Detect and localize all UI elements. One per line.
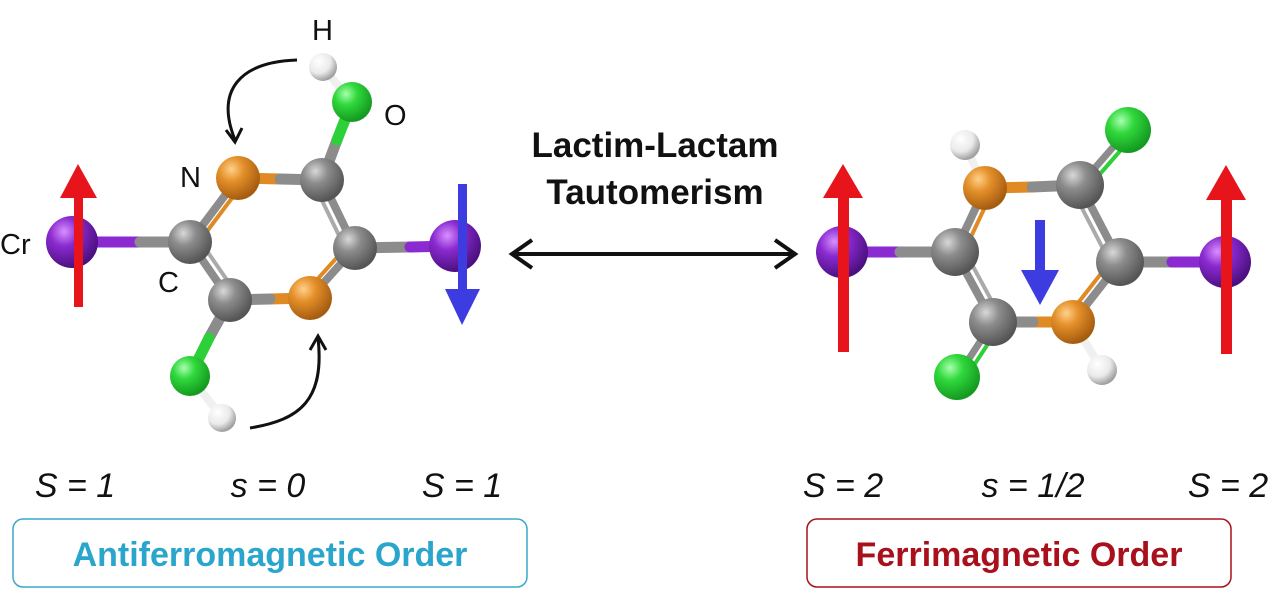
spin-down-arrow xyxy=(445,184,480,325)
hydrogen-atom xyxy=(950,130,980,160)
hydrogen-atom xyxy=(309,53,337,81)
carbon-atom xyxy=(931,228,979,276)
chromium-atom xyxy=(46,216,98,268)
spin-label: S = 2 xyxy=(1188,467,1268,505)
ferrimagnetic-order-box: Ferrimagnetic Order xyxy=(806,518,1232,588)
chromium-atom xyxy=(429,220,481,272)
carbon-atom xyxy=(168,220,212,264)
spin-label: S = 1 xyxy=(422,467,502,505)
left-molecule: H O N Cr C xyxy=(0,15,481,432)
right-spin-labels: S = 2 s = 1/2 S = 2 xyxy=(803,467,1268,505)
right-molecule xyxy=(816,107,1251,400)
antiferromagnetic-order-label: Antiferromagnetic Order xyxy=(73,536,468,574)
oxygen-atom xyxy=(1105,107,1151,153)
arrow-head xyxy=(224,127,244,145)
spin-down-arrow-small xyxy=(1021,220,1059,305)
oxygen-atom xyxy=(332,82,372,122)
nitrogen-atom xyxy=(288,276,332,320)
carbon-atom xyxy=(208,278,252,322)
ferrimagnetic-order-label: Ferrimagnetic Order xyxy=(856,536,1183,574)
carbon-label: C xyxy=(158,267,179,299)
title-line-2: Tautomerism xyxy=(546,173,763,212)
nitrogen-label: N xyxy=(180,162,201,194)
carbon-atom xyxy=(969,298,1017,346)
chromium-label: Cr xyxy=(0,229,31,261)
carbon-atom xyxy=(333,226,377,270)
spin-up-arrow xyxy=(1206,165,1246,354)
spin-label: s = 1/2 xyxy=(981,467,1084,505)
arrow-head xyxy=(308,332,328,351)
hydrogen-atom xyxy=(1087,355,1117,385)
nitrogen-atom xyxy=(963,166,1007,210)
proton-transfer-arrow xyxy=(249,337,321,430)
antiferromagnetic-order-box: Antiferromagnetic Order xyxy=(12,518,528,588)
carbon-atom xyxy=(1096,238,1144,286)
hydrogen-label: H xyxy=(312,15,333,47)
center-title: Lactim-Lactam Tautomerism xyxy=(531,126,778,212)
carbon-atom xyxy=(1056,161,1104,209)
oxygen-atom xyxy=(934,354,980,400)
nitrogen-atom xyxy=(1051,300,1095,344)
oxygen-label: O xyxy=(384,100,407,132)
proton-transfer-arrow xyxy=(226,58,298,141)
spin-label: s = 0 xyxy=(231,467,306,505)
right-bonds xyxy=(836,126,1231,384)
equilibrium-double-arrow xyxy=(508,238,799,270)
spin-up-arrow xyxy=(60,164,97,307)
spin-up-arrow xyxy=(823,164,863,352)
spin-label: S = 2 xyxy=(803,467,883,505)
carbon-atom xyxy=(300,158,344,202)
spin-label: S = 1 xyxy=(35,467,115,505)
left-spin-labels: S = 1 s = 0 S = 1 xyxy=(35,467,502,505)
hydrogen-atom xyxy=(208,404,236,432)
title-line-1: Lactim-Lactam xyxy=(531,126,778,165)
nitrogen-atom xyxy=(216,156,260,200)
oxygen-atom xyxy=(170,356,210,396)
